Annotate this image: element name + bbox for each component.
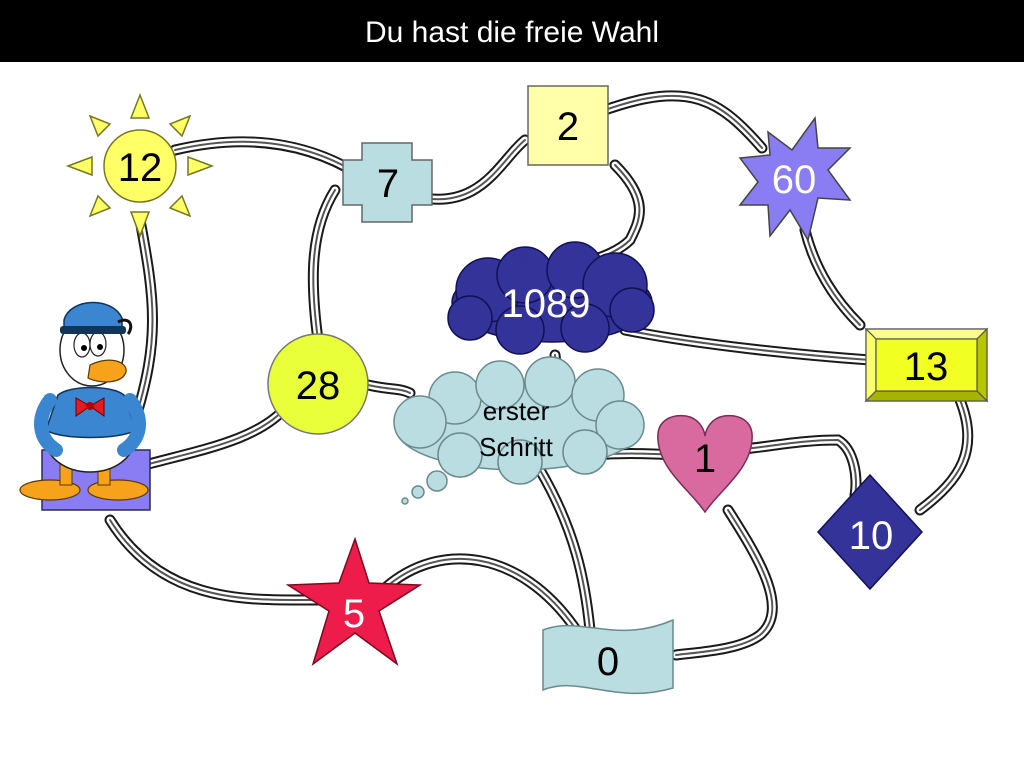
field-flag-value: 0 — [597, 640, 619, 684]
heart-icon — [657, 414, 753, 514]
field-circle[interactable]: 28 — [267, 333, 369, 435]
cloud-shape — [447, 241, 655, 355]
thought-cloud-shape — [393, 356, 645, 505]
cross-shape — [342, 142, 433, 223]
sun-icon — [65, 92, 215, 239]
page-title: Du hast die freie Wahl — [364, 16, 660, 49]
field-heart-value: 1 — [694, 437, 716, 481]
field-heart[interactable]: 1 — [657, 414, 753, 514]
field-sun-value: 12 — [118, 146, 163, 190]
diamond-shape — [816, 473, 924, 591]
field-circle-value: 28 — [296, 364, 341, 408]
title-bar — [0, 0, 1024, 62]
field-flag[interactable]: 0 — [542, 618, 674, 695]
field-burst[interactable]: 60 — [738, 115, 852, 242]
field-square-value: 2 — [557, 105, 579, 149]
donald-duck-icon — [19, 301, 151, 511]
field-diamond[interactable]: 10 — [816, 473, 924, 591]
square-shape — [527, 85, 609, 166]
field-sun[interactable]: 12 — [65, 92, 215, 239]
field-bevel-value: 13 — [904, 345, 949, 389]
circle-shape — [267, 333, 369, 435]
flag-shape — [542, 618, 674, 695]
field-cloud[interactable]: 1089 — [447, 241, 655, 355]
star-icon — [285, 536, 423, 667]
start-label-line1: erster — [483, 396, 550, 426]
field-bevel[interactable]: 13 — [864, 327, 989, 403]
field-cross[interactable]: 7 — [342, 142, 433, 223]
cloud-curl-icon — [516, 254, 528, 266]
field-burst-value: 60 — [772, 158, 817, 202]
field-star-value: 5 — [343, 592, 365, 636]
field-diamond-value: 10 — [849, 514, 894, 558]
burst-shape — [738, 115, 852, 242]
field-square[interactable]: 2 — [527, 85, 609, 166]
bevel-shape — [864, 327, 989, 403]
field-cross-value: 7 — [377, 162, 399, 206]
field-cloud-value: 1089 — [502, 282, 591, 326]
start-label-line2: Schritt — [479, 432, 553, 462]
field-star[interactable]: 5 — [285, 536, 423, 667]
field-start[interactable]: erster Schritt — [393, 356, 645, 505]
